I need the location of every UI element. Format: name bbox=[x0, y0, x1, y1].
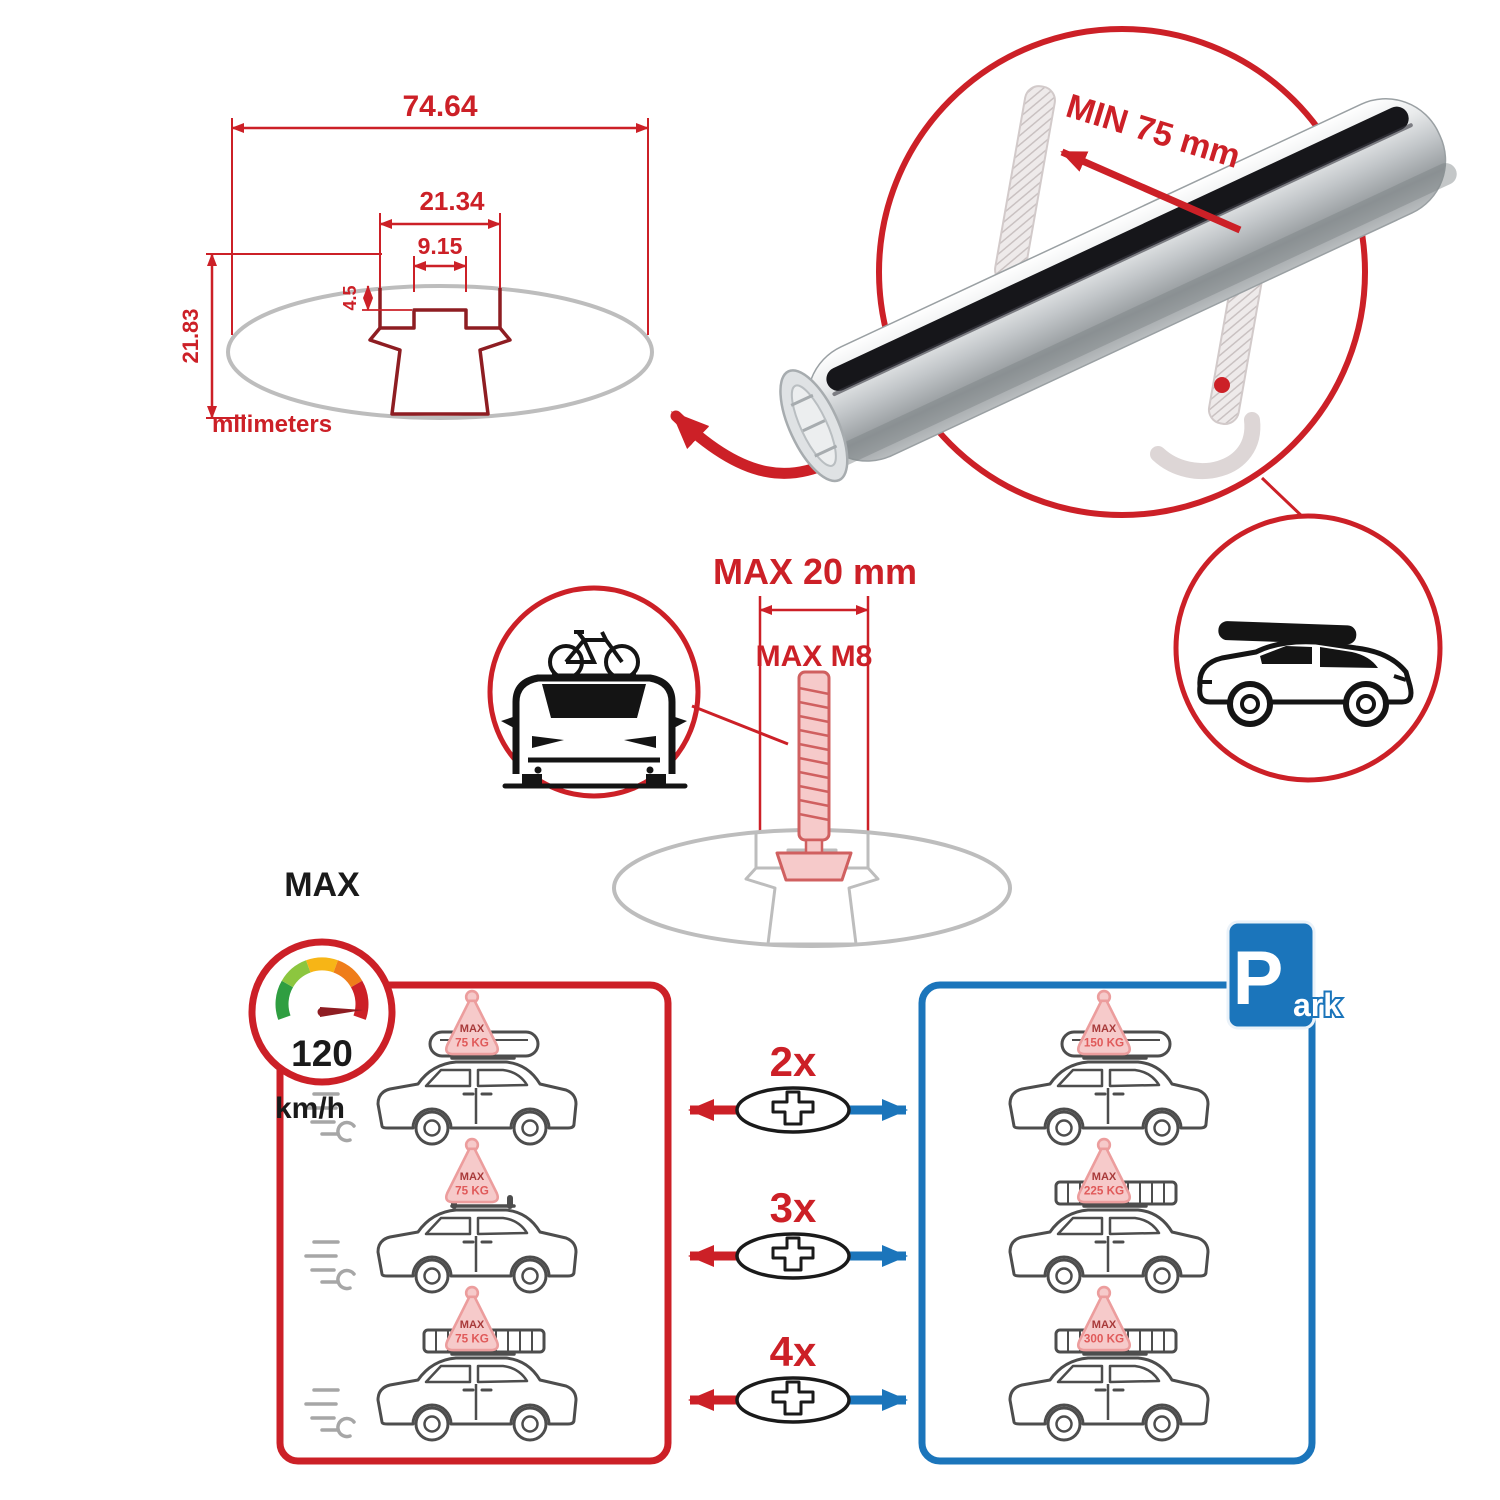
t-bolt bbox=[775, 670, 853, 882]
load-sign-driving-2: MAX 75 KG bbox=[444, 1137, 500, 1204]
load-sign-parked-1: MAX 150 KG bbox=[1076, 989, 1132, 1056]
load-sign-parked-3: MAX 300 KG bbox=[1076, 1285, 1132, 1352]
park-sign: P ark bbox=[1226, 920, 1343, 1030]
load-sign-label: MAX bbox=[1092, 1171, 1117, 1183]
total-width-label: 74.64 bbox=[402, 90, 477, 123]
gauge-title: MAX bbox=[284, 866, 360, 904]
units-label: milimeters bbox=[212, 411, 332, 438]
bike-icon bbox=[548, 630, 640, 680]
max-width-label: MAX 20 mm bbox=[713, 551, 917, 592]
car-roofbox-circle bbox=[1173, 513, 1443, 783]
load-sign-label: MAX bbox=[460, 1171, 485, 1183]
gauge-units: km/h bbox=[275, 1092, 345, 1125]
aluminum-bar bbox=[779, 98, 1457, 483]
load-sign-label: MAX bbox=[1092, 1023, 1117, 1035]
connector-to-bolt bbox=[691, 704, 789, 746]
bolt-t-foot bbox=[775, 851, 853, 882]
bolt-threads bbox=[798, 686, 830, 822]
load-sign-parked-2: MAX 225 KG bbox=[1076, 1137, 1132, 1204]
park-sign-letter: P bbox=[1233, 936, 1284, 1021]
slot-outer-width-label: 21.34 bbox=[419, 186, 485, 216]
gauge-needle bbox=[320, 1007, 363, 1017]
load-sign-label: MAX bbox=[460, 1319, 485, 1331]
total-height-label: 21.83 bbox=[178, 308, 203, 363]
roof-cargo-box bbox=[1218, 621, 1357, 645]
bar-count-rows: 2x 3x 4x bbox=[688, 1038, 908, 1424]
park-sign-panel bbox=[1226, 920, 1316, 1030]
slot-inner-width-label: 9.15 bbox=[418, 233, 463, 259]
bar-profile-icon-1 bbox=[735, 1086, 851, 1134]
bar-count-1: 2x bbox=[770, 1038, 817, 1085]
load-sign-driving-3: MAX 75 KG bbox=[444, 1285, 500, 1352]
park-sign-suffix: ark bbox=[1293, 987, 1341, 1023]
car-front-circle bbox=[487, 585, 789, 799]
gauge-arcs bbox=[275, 957, 369, 1020]
load-sign-value: 300 KG bbox=[1084, 1332, 1124, 1345]
bar-count-2: 3x bbox=[770, 1184, 817, 1231]
suv-with-roofbox bbox=[1197, 621, 1414, 727]
clamp-point-dot bbox=[1214, 377, 1230, 393]
load-sign-value: 75 KG bbox=[455, 1332, 489, 1345]
bolt-dim-ext-lines bbox=[758, 596, 870, 838]
load-sign-value: 75 KG bbox=[455, 1036, 489, 1049]
load-sign-value: 75 KG bbox=[455, 1184, 489, 1197]
connector-to-car-circle bbox=[1260, 476, 1308, 522]
clamp-hook bbox=[1150, 412, 1261, 479]
min-span-arrow bbox=[1060, 148, 1242, 234]
car-front-view bbox=[501, 674, 687, 786]
max-thread-label: MAX M8 bbox=[756, 640, 873, 673]
bar-count-3: 4x bbox=[770, 1328, 817, 1375]
load-sign-value: 150 KG bbox=[1084, 1036, 1124, 1049]
load-sign-driving-1: MAX 75 KG bbox=[444, 989, 500, 1056]
bar-profile-icon-2 bbox=[735, 1232, 851, 1280]
t-slot-profile bbox=[368, 288, 512, 416]
gauge-value: 120 bbox=[291, 1033, 353, 1074]
load-sign-label: MAX bbox=[1092, 1319, 1117, 1331]
bolt-diagram: MAX 20 mm MAX M8 bbox=[612, 551, 1012, 948]
bar-detail-circle: MIN 75 mm bbox=[779, 26, 1457, 522]
parking-box: MAX 150 KG MAX 225 KG MAX 300 KG bbox=[918, 981, 1316, 1465]
dim-ext-total-width bbox=[231, 118, 649, 335]
bar-rubber-strip bbox=[826, 106, 1409, 391]
slot-depth-label: 4.5 bbox=[340, 285, 360, 310]
load-sign-value: 225 KG bbox=[1084, 1184, 1124, 1197]
driving-box: MAX 75 KG MAX 75 KG MAX 75 KG bbox=[276, 981, 672, 1465]
load-sign-label: MAX bbox=[460, 1023, 485, 1035]
speed-limit-gauge: MAX 120 km/h bbox=[248, 866, 396, 1125]
cross-section-dimension-diagram: 74.64 21.34 9.15 4.5 21.83 milimeters bbox=[178, 90, 654, 438]
bar-profile-icon-3 bbox=[735, 1376, 851, 1424]
